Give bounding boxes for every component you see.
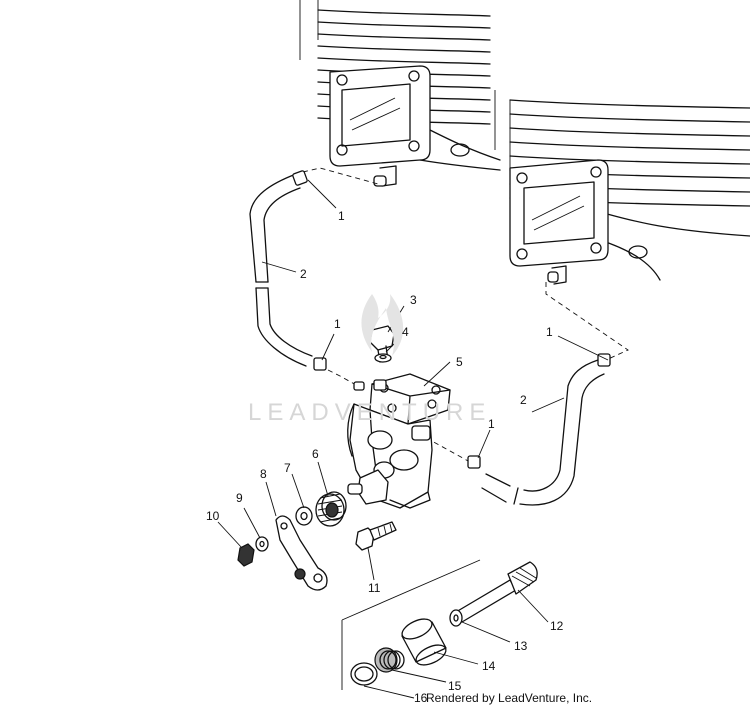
callout-label: 16 [414, 691, 428, 705]
o-ring [350, 662, 378, 686]
callout-label: 8 [260, 467, 267, 481]
callout-label: 12 [550, 619, 564, 633]
oil-pump-body [347, 373, 451, 509]
thrust-washer [295, 506, 313, 526]
right-lower-clamp [467, 455, 481, 469]
left-cylinder [299, 0, 501, 187]
lock-nut [237, 543, 255, 567]
callout-label: 3 [410, 293, 417, 307]
callout-label: 5 [456, 355, 463, 369]
callout-label: 4 [402, 325, 409, 339]
right-cylinder [494, 90, 750, 285]
dashed-leader-lines [302, 167, 629, 690]
callout-label: 13 [514, 639, 528, 653]
callout-label: 15 [448, 679, 462, 693]
callout-label: 7 [284, 461, 291, 475]
callout-label: 2 [300, 267, 307, 281]
callout-labels: 1 2 3 4 5 1 1 2 1 6 7 8 9 10 11 12 13 14… [206, 209, 564, 705]
callout-label: 1 [334, 317, 341, 331]
callout-label: 14 [482, 659, 496, 673]
left-upper-clamp [292, 170, 308, 186]
callout-leaders [217, 179, 609, 699]
drive-shaft [455, 561, 538, 623]
callout-label: 2 [520, 393, 527, 407]
left-oil-line [249, 170, 327, 371]
left-lower-clamp [313, 357, 327, 371]
control-lever [275, 515, 328, 591]
callout-label: 9 [236, 491, 243, 505]
callout-label: 10 [206, 509, 220, 523]
shaft-washer [449, 609, 463, 627]
callout-label: 1 [488, 417, 495, 431]
credit-text: Rendered by LeadVenture, Inc. [426, 691, 592, 705]
sealing-washer [374, 353, 392, 363]
watermark: LEADVENTURE [248, 294, 491, 426]
mounting-bolt [355, 521, 397, 551]
shaft-sleeve [401, 618, 447, 666]
drive-gear [315, 491, 347, 527]
right-oil-line [467, 353, 611, 506]
shaft-spring [374, 647, 405, 673]
watermark-text: LEADVENTURE [248, 399, 491, 426]
callout-label: 1 [546, 325, 553, 339]
callout-label: 6 [312, 447, 319, 461]
callout-label: 1 [338, 209, 345, 223]
lever-washer [255, 536, 269, 552]
callout-label: 11 [368, 581, 381, 595]
